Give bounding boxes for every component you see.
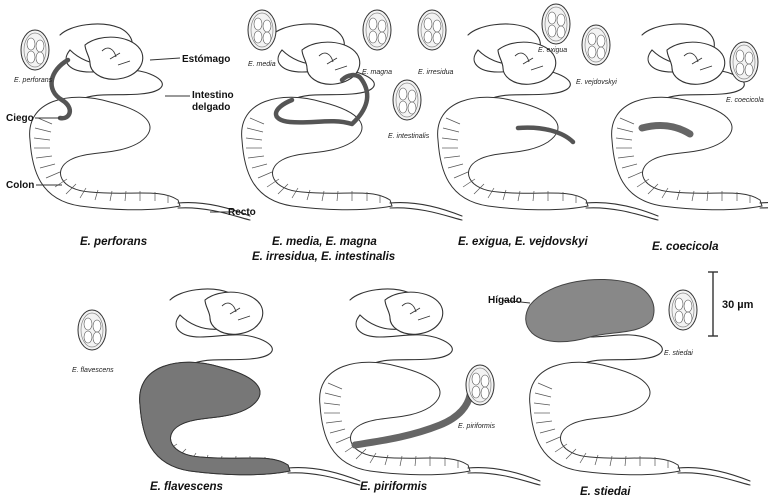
panel-flavescens: E. flavescens E. flavescens	[72, 289, 360, 493]
oocyst-icon	[542, 4, 570, 44]
panel-perforans: E. perforans Estómago Intestino delgado …	[6, 24, 256, 248]
oocyst-icon	[418, 10, 446, 50]
stomach-icon	[385, 292, 443, 334]
stomach-icon	[85, 37, 143, 79]
label-cecum: Ciego	[6, 113, 34, 124]
oocyst-label: E. irresidua	[418, 69, 454, 76]
panel-caption: E. exigua, E. vejdovskyi	[458, 236, 589, 248]
oocyst-icon	[363, 10, 391, 50]
label-intestino: Intestino	[192, 90, 234, 101]
panel-caption: E. perforans	[80, 236, 147, 248]
panel-caption: E. piriformis	[360, 481, 427, 493]
stomach-icon	[667, 42, 725, 84]
oocyst-icon	[248, 10, 276, 50]
label-delgado: delgado	[192, 102, 230, 113]
oocyst-icon	[669, 290, 697, 330]
panel-stiedai: Hígado E. stiedai E. stiedai	[488, 279, 750, 498]
panel-caption: E. stiedai	[580, 486, 631, 498]
scale-label: 30 µm	[722, 299, 754, 311]
label-liver: Hígado	[488, 295, 522, 306]
oocyst-icon	[78, 310, 106, 350]
panel-caption: E. flavescens	[150, 481, 223, 493]
oocyst-label: E. perforans	[14, 77, 53, 84]
panel-caption: E. media, E. magna	[272, 236, 377, 248]
oocyst-label: E. intestinalis	[388, 133, 430, 140]
panel-coecicola: E. coecicola E. coecicola	[612, 24, 768, 253]
oocyst-label: E. piriformis	[458, 423, 495, 430]
oocyst-label: E. magna	[362, 69, 392, 76]
panel-caption: E. coecicola	[652, 241, 719, 253]
oocyst-label: E. vejdovskyi	[576, 79, 617, 86]
highlight-colon	[140, 362, 290, 475]
oocyst-icon	[393, 80, 421, 120]
scale-bar: 30 µm	[708, 272, 754, 336]
label-colon: Colon	[6, 180, 34, 191]
oocyst-icon	[21, 30, 49, 70]
label-stomach: Estómago	[182, 54, 230, 65]
oocyst-label: E. media	[248, 61, 276, 68]
oocyst-icon	[582, 25, 610, 65]
stomach-icon	[302, 42, 360, 84]
oocyst-label: E. coecicola	[726, 97, 764, 104]
stomach-icon	[205, 292, 263, 334]
panel-caption: E. irresidua, E. intestinalis	[252, 251, 395, 263]
oocyst-icon	[730, 42, 758, 82]
label-rectum: Recto	[228, 207, 256, 218]
oocyst-label: E. exigua	[538, 47, 567, 54]
panel-media: E. media E. magna E. irresidua E. intest…	[242, 10, 462, 263]
panel-piriformis: E. piriformis E. piriformis	[320, 289, 540, 493]
oocyst-label: E. flavescens	[72, 367, 114, 374]
oocyst-icon	[466, 365, 494, 405]
liver-shape	[526, 279, 654, 341]
oocyst-label: E. stiedai	[664, 350, 693, 357]
